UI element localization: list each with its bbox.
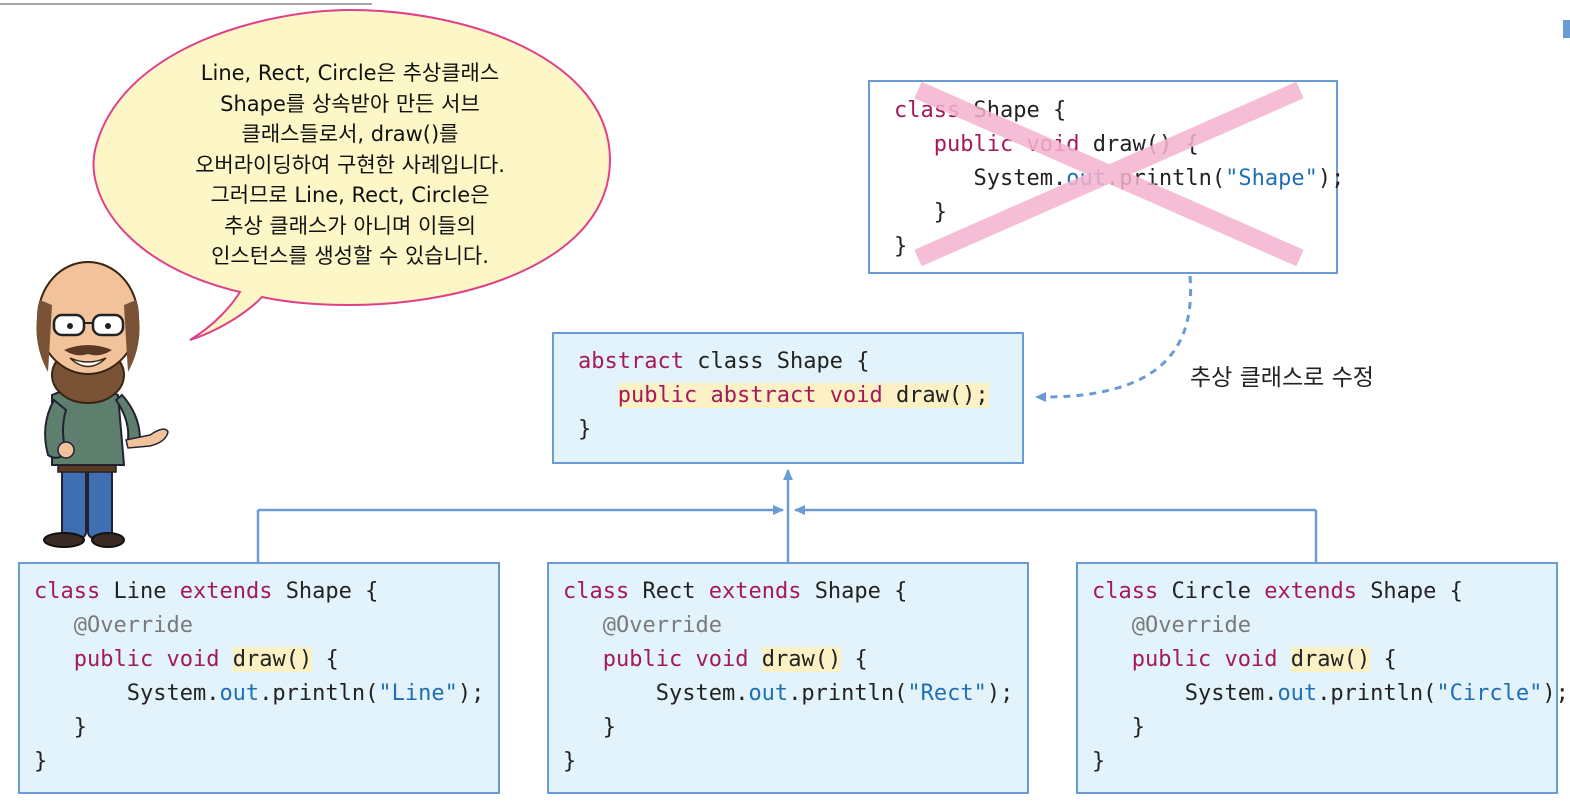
bubble-line: 오버라이딩하여 구현한 사례입니다. (195, 152, 505, 177)
bubble-line: Line, Rect, Circle은 추상클래스 (200, 61, 500, 85)
circle-class-box (1076, 562, 1558, 794)
circle-class-code: class Circle extends Shape { @Override p… (1092, 579, 1569, 774)
line-class-box (18, 562, 500, 794)
bubble-line: 추상 클래스가 아니며 이들의 (224, 213, 476, 238)
speech-bubble (92, 8, 612, 341)
inheritance-connectors (256, 469, 1318, 562)
bubble-line: 그러므로 Line, Rect, Circle은 (210, 183, 490, 207)
abstract-shape-code: abstract class Shape { public abstract v… (578, 349, 989, 442)
concrete-shape-code: class Shape { public void draw() { Syste… (894, 98, 1345, 259)
rect-class-box (547, 562, 1029, 794)
modify-arrow-label: 추상 클래스로 수정 (1190, 365, 1374, 391)
edge-mark (1563, 20, 1570, 38)
bubble-line: 인스턴스를 생성할 수 있습니다. (211, 244, 489, 268)
professor-character (36, 261, 169, 548)
line-class-code: class Line extends Shape { @Override pub… (34, 579, 485, 774)
rect-class-code: class Rect extends Shape { @Override pub… (563, 579, 1014, 774)
modify-arrow (1035, 275, 1193, 402)
bubble-line: 클래스들로서, draw()를 (241, 122, 459, 146)
speech-bubble-text: Line, Rect, Circle은 추상클래스 Shape를 상속받아 만든… (150, 58, 550, 272)
bubble-line: Shape를 상속받아 만든 서브 (220, 91, 480, 116)
